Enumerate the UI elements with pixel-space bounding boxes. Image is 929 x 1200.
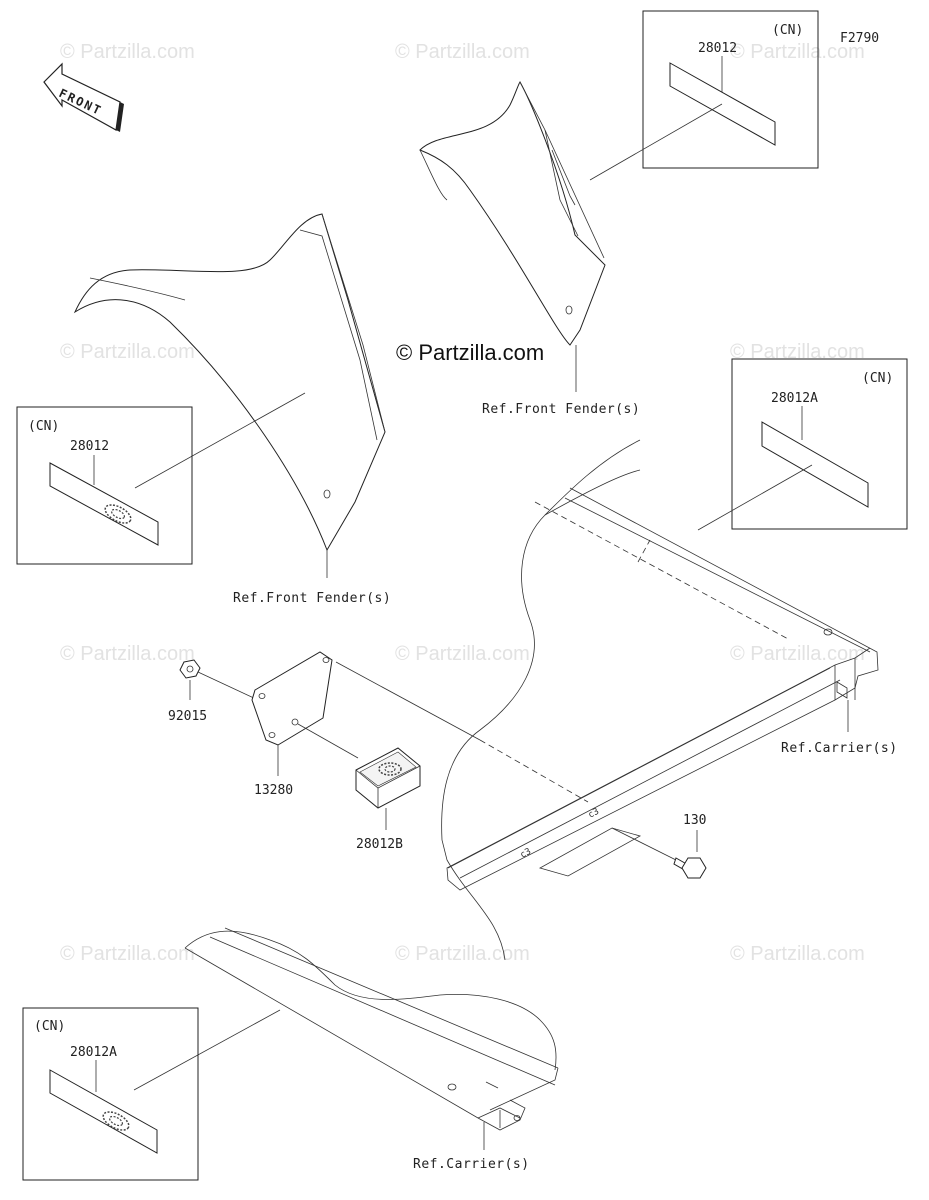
watermark: © Partzilla.com (60, 943, 195, 965)
part-number-130: 130 (683, 813, 706, 828)
watermarks: © Partzilla.com © Partzilla.com © Partzi… (60, 41, 865, 965)
watermark: © Partzilla.com (730, 943, 865, 965)
cn-box-28012A-right: (CN) 28012A (697, 358, 908, 531)
front-fender-left: Ref.Front Fender(s) (73, 213, 391, 606)
cn-box-28012-left: (CN) 28012 (16, 406, 193, 565)
watermark: © Partzilla.com (60, 41, 195, 63)
logo-mark-icon (102, 1111, 130, 1131)
part-number-28012: 28012 (70, 439, 109, 454)
watermark: © Partzilla.com (730, 341, 865, 363)
cn-box-28012A-bottom: (CN) 28012A (22, 1007, 199, 1181)
ref-carrier-label: Ref.Carrier(s) (413, 1157, 530, 1172)
decal-28012A (49, 1069, 158, 1154)
nut-icon (179, 659, 201, 679)
part-number-13280: 13280 (254, 783, 293, 798)
watermark: © Partzilla.com (60, 643, 195, 665)
watermark: © Partzilla.com (395, 643, 530, 665)
part-number-28012: 28012 (698, 41, 737, 56)
cn-label: (CN) (34, 1019, 65, 1034)
part-number-28012A: 28012A (70, 1045, 117, 1060)
cn-label: (CN) (862, 371, 893, 386)
watermark: © Partzilla.com (730, 643, 865, 665)
ref-front-fender-label: Ref.Front Fender(s) (233, 591, 391, 606)
part-number-28012A: 28012A (771, 391, 818, 406)
nut-92015: 92015 (168, 659, 259, 724)
diagram-code: F2790 (840, 31, 879, 46)
logo-mark-icon (104, 504, 132, 524)
bracket-13280: 13280 (251, 651, 589, 803)
decal-28012A (761, 421, 869, 508)
brand-label: © Partzilla.com (396, 340, 544, 365)
bolt-icon (673, 857, 707, 879)
reflector-28012B: 28012B (355, 747, 421, 852)
part-number-92015: 92015 (168, 709, 207, 724)
watermark: © Partzilla.com (395, 41, 530, 63)
part-number-28012B: 28012B (356, 837, 403, 852)
bolt-130: 130 (611, 813, 707, 879)
front-arrow-icon: FRONT (43, 62, 124, 132)
cn-label: (CN) (772, 23, 803, 38)
svg-text:c3: c3 (587, 807, 601, 821)
ref-carrier-label: Ref.Carrier(s) (781, 741, 898, 756)
cn-label: (CN) (28, 419, 59, 434)
watermark: © Partzilla.com (395, 943, 530, 965)
carrier-bottom: Ref.Carrier(s) (133, 927, 559, 1172)
watermark: © Partzilla.com (730, 41, 865, 63)
decal-28012 (49, 462, 159, 546)
front-fender-upper: Ref.Front Fender(s) (419, 81, 640, 417)
watermark: © Partzilla.com (60, 341, 195, 363)
svg-text:c3: c3 (519, 847, 533, 861)
cn-box-28012-top: (CN) 28012 (589, 10, 819, 181)
carrier-right: Ref.Carrier(s) c3 c3 (441, 439, 898, 961)
ref-front-fender-label: Ref.Front Fender(s) (482, 402, 640, 417)
logo-mark-icon (378, 762, 402, 776)
decal-28012 (669, 62, 776, 146)
